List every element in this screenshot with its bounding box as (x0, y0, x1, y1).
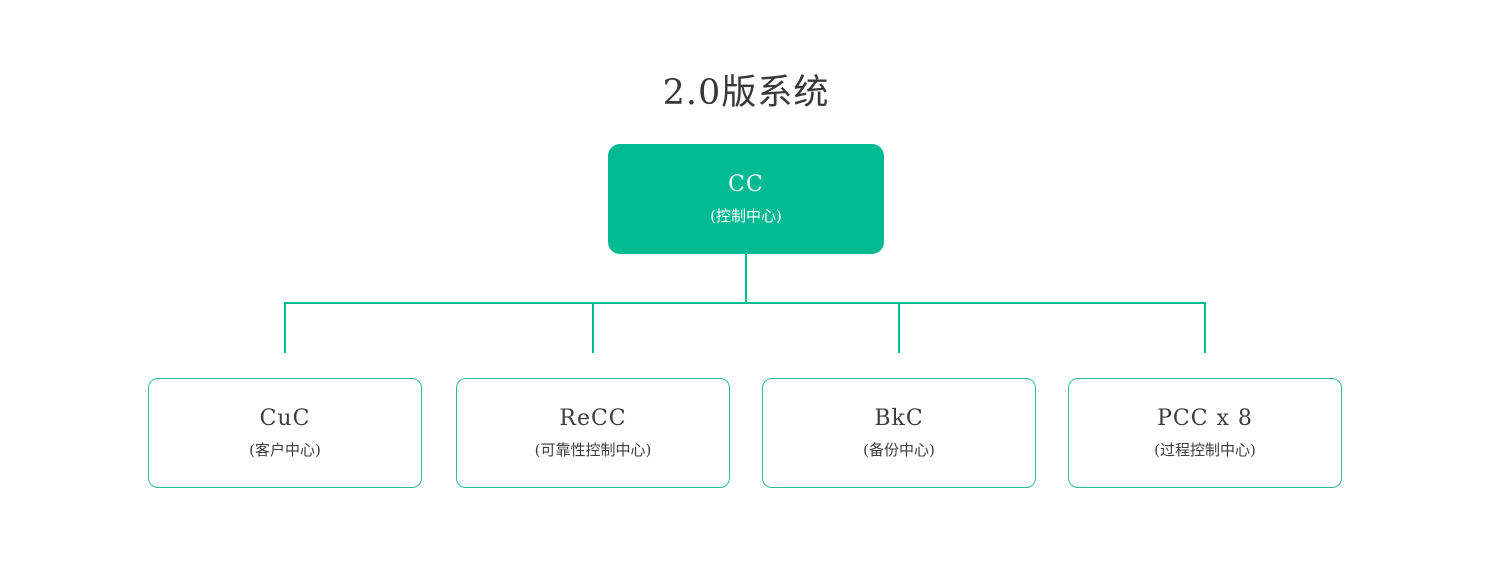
node-sublabel: (过程控制中心) (1154, 441, 1256, 460)
node-recc[interactable]: ReCC (可靠性控制中心) (456, 378, 730, 488)
connector-drop-bkc (898, 302, 900, 353)
connector-drop-recc (592, 302, 594, 353)
node-cc-root[interactable]: CC (控制中心) (608, 144, 884, 254)
connector-root-stem (745, 254, 747, 302)
connector-horizontal-bar (284, 302, 1206, 304)
node-bkc[interactable]: BkC (备份中心) (762, 378, 1036, 488)
node-pcc[interactable]: PCC x 8 (过程控制中心) (1068, 378, 1342, 488)
node-label: ReCC (559, 406, 627, 432)
node-sublabel: (客户中心) (249, 441, 321, 460)
node-label: CuC (259, 406, 311, 432)
node-sublabel: (控制中心) (710, 207, 782, 226)
node-label: PCC x 8 (1157, 406, 1253, 432)
connector-drop-cuc (284, 302, 286, 353)
node-cuc[interactable]: CuC (客户中心) (148, 378, 422, 488)
diagram-title: 2.0版系统 (662, 73, 830, 113)
connector-drop-pcc (1204, 302, 1206, 353)
node-label: CC (728, 172, 764, 198)
node-label: BkC (874, 406, 924, 432)
node-sublabel: (可靠性控制中心) (534, 441, 652, 460)
node-sublabel: (备份中心) (863, 441, 935, 460)
